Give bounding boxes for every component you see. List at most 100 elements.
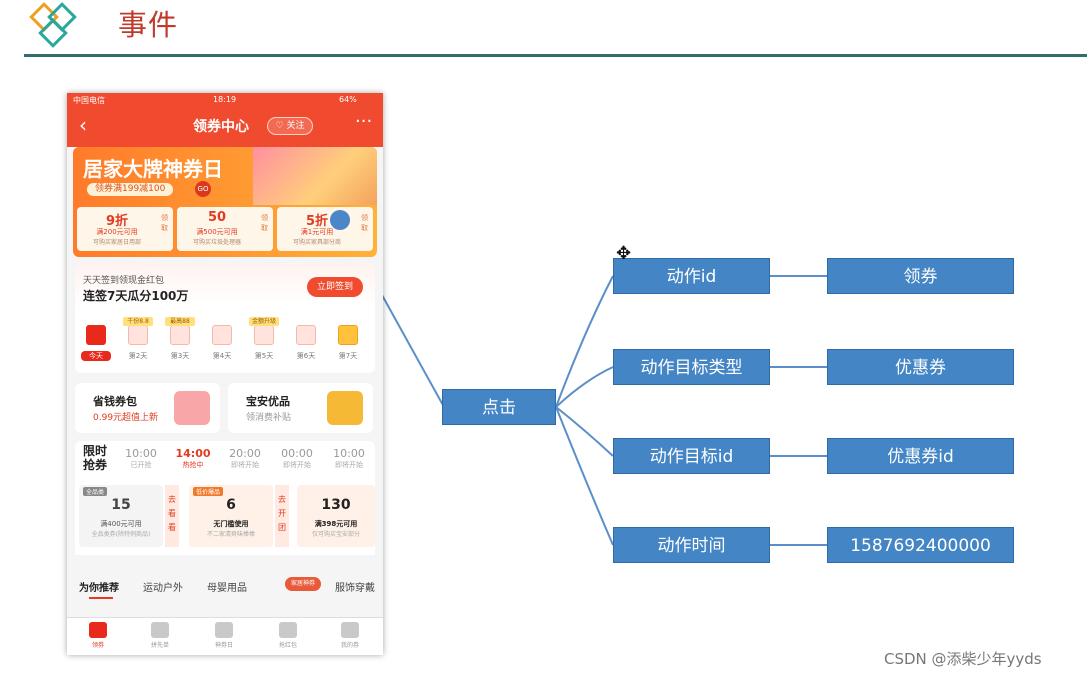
coupon-claim-button[interactable]: 领取 (261, 214, 268, 232)
coupon-value: 5折 (305, 214, 329, 229)
battery: 64% (339, 95, 357, 104)
day-label: 第5天 (254, 352, 274, 360)
branch-line-1 (555, 275, 614, 408)
deal-head: 低价爆品 (193, 487, 224, 496)
gift-icon (128, 325, 148, 345)
slot-status: 即将开始 (335, 461, 363, 469)
deal-desc: 不二家清爽味棒棒 (206, 531, 255, 538)
slot-time: 20:00 (229, 447, 261, 460)
bottom-tab-day[interactable]: 神券日 (199, 622, 249, 649)
deal-head: 全品类 (83, 487, 108, 496)
bottom-tab-redpacket[interactable]: 抢红包 (263, 622, 313, 649)
bottom-tab-bar: 领券 拼先单 神券日 抢红包 我的券 (67, 617, 383, 655)
feature-card[interactable]: 省钱券包 0.99元超值上新 (75, 383, 220, 433)
coupon-card[interactable]: 9折 满200元可用 可购买家居日用部 领取 (77, 207, 173, 251)
move-cursor-icon: ✥ (616, 243, 632, 264)
coupon-condition: 满500元可用 (196, 228, 238, 236)
coupon-value: 9折 (105, 214, 129, 229)
day-tag: 金额升级 (249, 317, 279, 326)
slot-time: 10:00 (125, 447, 157, 460)
user-icon (341, 622, 359, 638)
deal-card[interactable]: 低价爆品 6 无门槛使用 不二家清爽味棒棒 (189, 485, 273, 547)
tab-home-coupon[interactable]: 家居神券 (285, 577, 321, 591)
watermark: CSDN @添柴少年yyds (884, 650, 1042, 668)
branch-line-3 (555, 406, 614, 457)
value-node-target-id: 优惠券id (827, 438, 1014, 474)
page-title: 事件 (118, 8, 179, 42)
day-label: 第3天 (170, 352, 190, 360)
tab-baby[interactable]: 母婴用品 (207, 583, 247, 594)
coupon-icon (89, 622, 107, 638)
tab-outdoor[interactable]: 运动户外 (143, 583, 183, 594)
slot-time: 14:00 (175, 447, 211, 460)
deal-condition: 满400元可用 (100, 520, 142, 528)
coupon-condition: 满1元可用 (300, 228, 334, 236)
deal-desc: 全品类券(除特例商品) (91, 531, 151, 538)
diamond-logo-icon (29, 2, 77, 48)
slot-time: 10:00 (333, 447, 365, 460)
deal-number: 6 (226, 497, 236, 513)
deal-card[interactable]: 130 满398元可用 仅可购买宝安部分 (297, 485, 375, 547)
coupon-card[interactable]: 5折 满1元可用 可购买家具部分商 领取 (277, 207, 373, 251)
more-icon[interactable]: ··· (355, 111, 373, 132)
redpacket-icon (279, 622, 297, 638)
bottom-tab-group[interactable]: 拼先单 (135, 622, 185, 649)
go-group-button[interactable]: 去开团 (275, 485, 289, 547)
day-label: 第4天 (212, 352, 232, 360)
click-marker (330, 210, 350, 230)
flash-label: 限时抢券 (83, 444, 108, 472)
deal-desc: 仅可购买宝安部分 (311, 531, 360, 538)
gift-icon (170, 325, 190, 345)
nav-title: 领券中心 (193, 119, 249, 135)
slot-status: 即将开始 (231, 461, 259, 469)
coupon-claim-button[interactable]: 领取 (361, 214, 368, 232)
gift-icon (254, 325, 274, 345)
promo-banner[interactable]: 居家大牌神券日 领券满199减100 GO 9折 满200元可用 可购买家居日用… (73, 147, 377, 257)
banner-title: 居家大牌神券日 (83, 157, 223, 181)
bottom-tab-coupons[interactable]: 领券 (73, 622, 123, 649)
deal-number: 15 (111, 497, 131, 513)
tab-clothing[interactable]: 服饰穿戴 (335, 583, 375, 594)
treasure-icon (338, 325, 358, 345)
follow-button[interactable]: ♡ 关注 (267, 117, 313, 135)
sign-line-2: 连签7天瓜分100万 (83, 289, 189, 303)
sign-day[interactable]: 金额升级第5天 (249, 317, 279, 367)
slot-status: 即将开始 (283, 461, 311, 469)
tab-recommend[interactable]: 为你推荐 (79, 583, 119, 594)
branch-line-4 (555, 406, 614, 546)
sign-day[interactable]: 第4天 (207, 323, 237, 367)
sign-day[interactable]: 最高88 第3天 (165, 317, 195, 367)
sign-day[interactable]: 今天 (81, 323, 111, 367)
coupon-card[interactable]: 50 满500元可用 可购买垃圾处理器 领取 (177, 207, 273, 251)
coupon-pack-icon (174, 391, 210, 425)
slot-status: 已开抢 (130, 461, 152, 469)
sign-in-button[interactable]: 立即签到 (307, 277, 363, 297)
gift-icon (296, 325, 316, 345)
tab-underline (89, 597, 113, 599)
banner-subtitle: 领券满199减100 (87, 183, 174, 196)
feature-card[interactable]: 宝安优品 领消费补贴 (228, 383, 373, 433)
group-icon (151, 622, 169, 638)
day-tag: 最高88 (165, 317, 195, 326)
sign-day[interactable]: 第6天 (291, 323, 321, 367)
go-look-button[interactable]: 去看看 (165, 485, 179, 547)
sign-day[interactable]: 第7天 (333, 323, 363, 367)
slot-time: 00:00 (281, 447, 313, 460)
value-node-action-time: 1587692400000 (827, 527, 1014, 563)
back-icon[interactable]: ‹ (79, 113, 87, 137)
coupon-claim-button[interactable]: 领取 (161, 214, 168, 232)
bottom-tab-mine[interactable]: 我的券 (325, 622, 375, 649)
key-node-target-type: 动作目标类型 (613, 349, 770, 385)
deal-card[interactable]: 全品类 15 满400元可用 全品类券(除特例商品) (79, 485, 163, 547)
clock: 18:19 (213, 95, 237, 104)
go-button[interactable]: GO (195, 181, 211, 197)
